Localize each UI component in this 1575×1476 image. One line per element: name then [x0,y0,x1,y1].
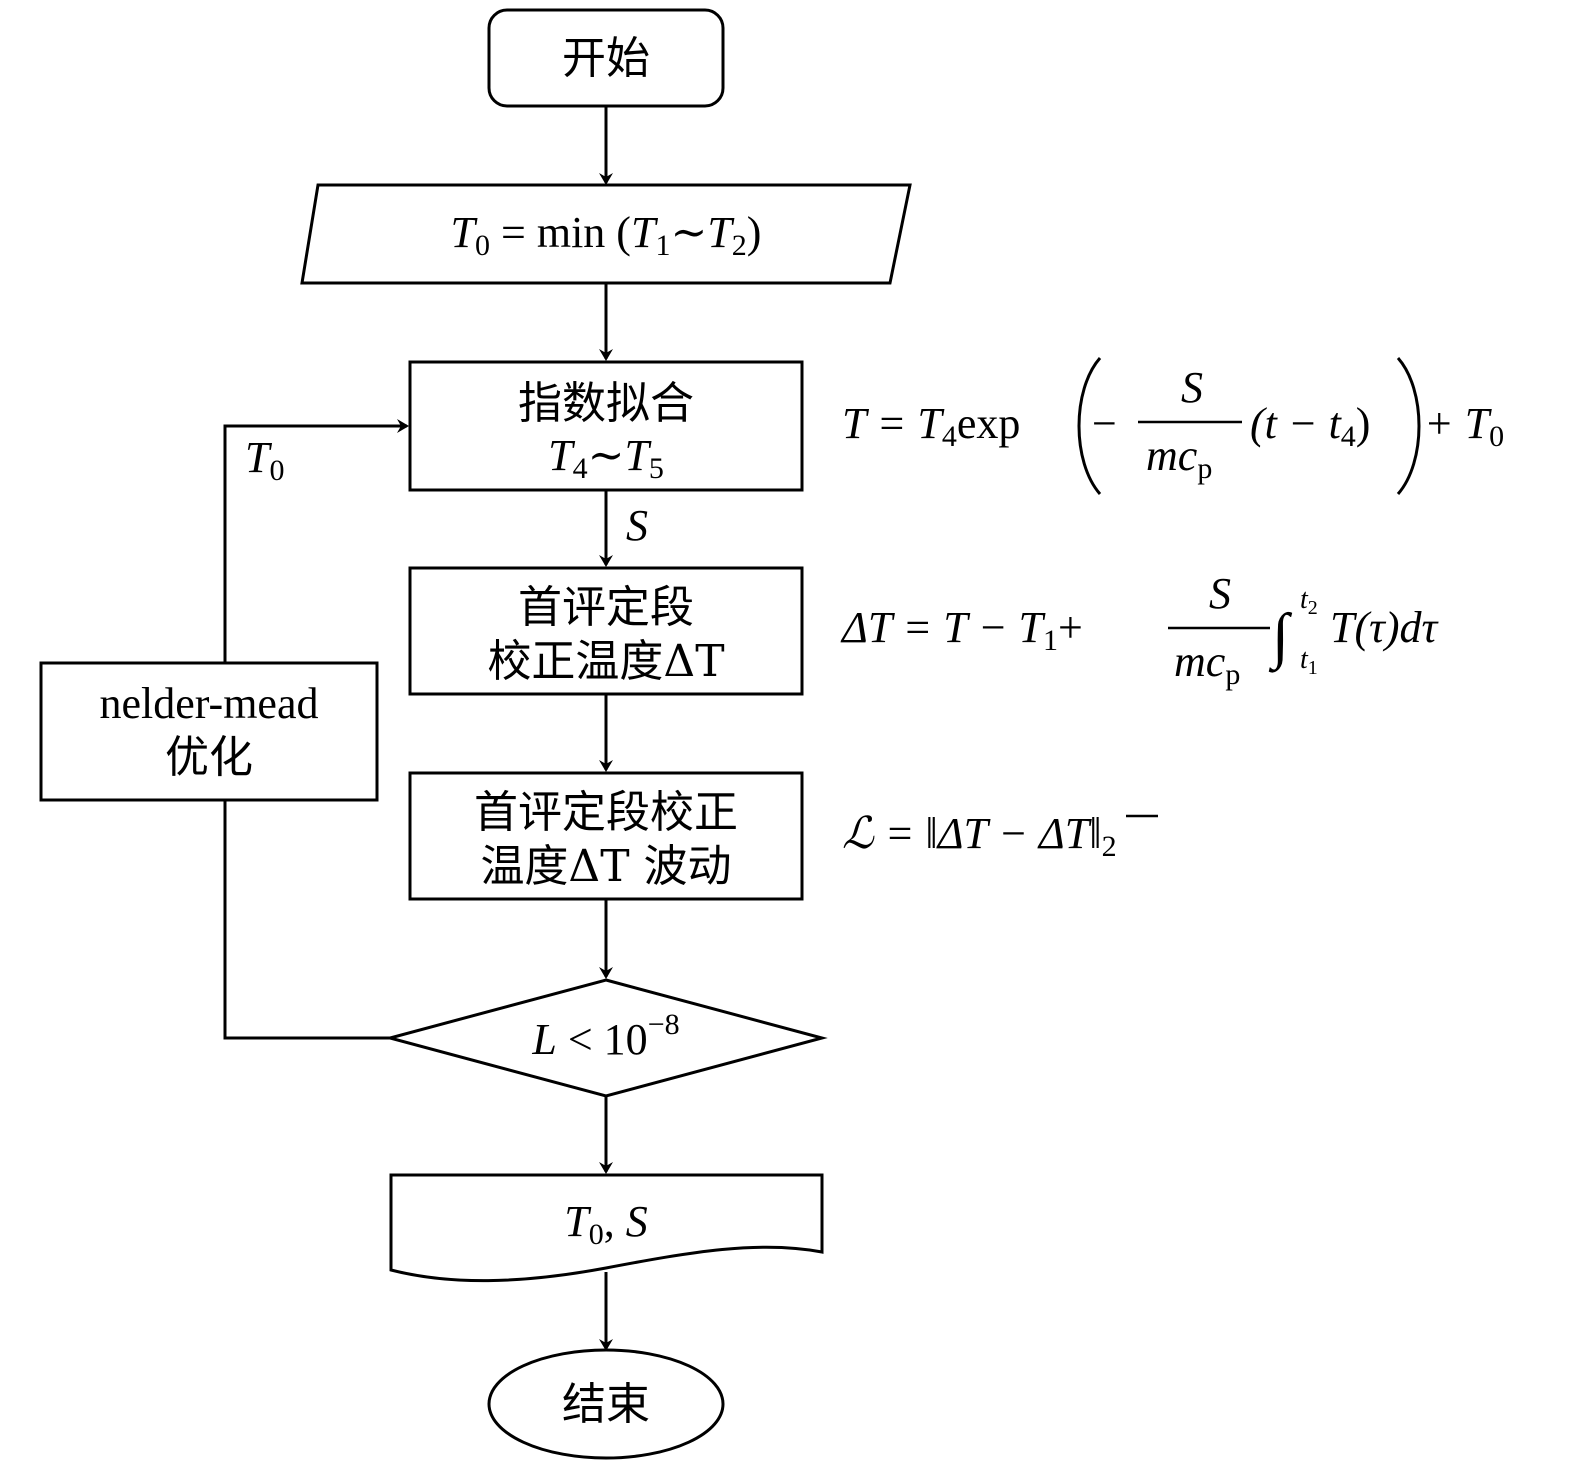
eq-correct-integral: ∫ [1268,602,1293,673]
fit-node: 指数拟合 T4∼T5 [408,360,804,492]
eq-fit-minus: − [1092,399,1117,448]
eq-loss-text: ℒ = ‖ΔT − ΔT‖2 [842,809,1117,863]
loop-label-t0: T0 [245,433,284,487]
fluctuation-node: 首评定段校正 温度ΔT 波动 [408,771,804,901]
correct-node: 首评定段 校正温度ΔT [408,566,804,696]
fluctuation-label-line1: 首评定段校正 [474,787,738,838]
equation-loss: ℒ = ‖ΔT − ΔT‖2 [842,809,1158,863]
start-node: 开始 [487,8,725,108]
eq-correct-denominator: mcp [1174,637,1240,691]
fit-label-line2: T4∼T5 [548,431,664,485]
loop-line-decision-to-optimizer [223,800,390,1040]
eq-fit-left-paren [1077,357,1102,495]
optimizer-node: nelder-mead 优化 [39,661,379,802]
output-node: T0, S [389,1173,824,1283]
end-label: 结束 [562,1379,650,1430]
eq-fit-denominator: mcp [1146,431,1212,485]
decision-label: L < 10−8 [531,1008,679,1064]
equation-correct: ΔT = T − T1+ S mcp ∫ t2 t1 T(τ)dτ [840,569,1440,691]
correct-label-line2: 校正温度ΔT [487,636,724,687]
eq-fit-numerator: S [1181,363,1203,412]
eq-correct-integrand: T(τ)dτ [1330,603,1440,652]
edge-label-s: S [626,501,648,550]
eq-correct-upper-limit: t2 [1300,584,1318,619]
decision-node: L < 10−8 [384,978,828,1098]
fluctuation-label-line2: 温度ΔT 波动 [480,841,731,892]
input-label: T0 = min (T1∼T2) [451,208,762,262]
optimizer-label-line1: nelder-mead [100,679,319,728]
equation-fit: T = T4exp − S mcp (t − t4) + T0 [842,357,1504,495]
eq-correct-lower-limit: t1 [1300,644,1318,679]
input-node: T0 = min (T1∼T2) [300,183,912,285]
eq-correct-numerator: S [1209,569,1231,618]
output-label: T0, S [564,1197,647,1251]
eq-fit-right-paren [1396,357,1421,495]
eq-fit-paren-term: (t − t4) [1250,399,1370,453]
loop-arrow-optimizer-to-fit [223,419,409,663]
optimizer-label-line2: 优化 [165,732,253,783]
eq-fit-plus-t0: + T0 [1424,399,1504,453]
end-node: 结束 [487,1348,725,1460]
start-label: 开始 [562,33,650,84]
eq-fit-left: T = T4exp [842,399,1020,453]
correct-label-line1: 首评定段 [518,582,694,633]
fit-label-line1: 指数拟合 [518,378,694,429]
eq-correct-left: ΔT = T − T1+ [840,603,1083,657]
